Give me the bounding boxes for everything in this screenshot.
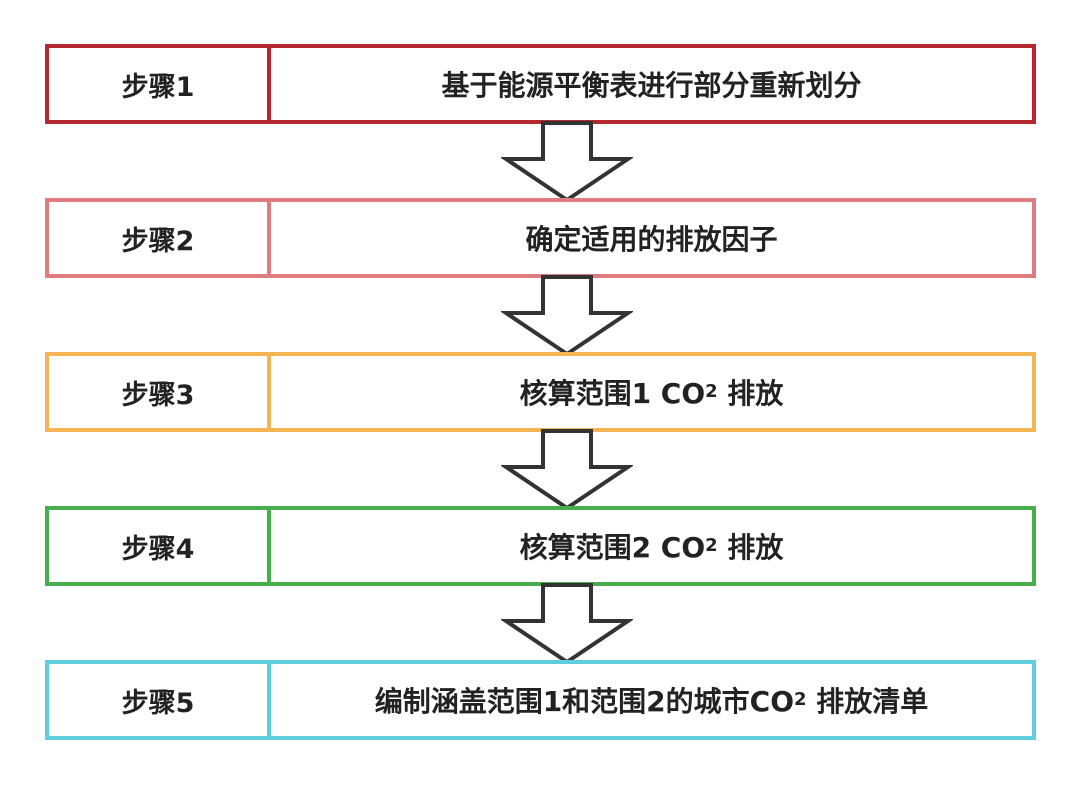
step-5-label: 步骤5 xyxy=(49,664,271,736)
step-1-label: 步骤1 xyxy=(49,48,271,120)
step-1-text: 基于能源平衡表进行部分重新划分 xyxy=(441,69,862,102)
step-2-description: 确定适用的排放因子 xyxy=(271,202,1032,274)
down-arrow-icon xyxy=(501,275,633,357)
step-1-box: 步骤1 基于能源平衡表进行部分重新划分 xyxy=(45,44,1036,124)
step-5-text-after: 排放清单 xyxy=(806,685,929,718)
step-5-text: 编制涵盖范围1和范围2的城市CO xyxy=(374,685,795,718)
down-arrow-icon xyxy=(501,429,633,511)
step-1-description: 基于能源平衡表进行部分重新划分 xyxy=(271,48,1032,120)
down-arrow-icon xyxy=(501,583,633,665)
step-3-label: 步骤3 xyxy=(49,356,271,428)
step-2-label: 步骤2 xyxy=(49,202,271,274)
step-2-text: 确定适用的排放因子 xyxy=(525,223,778,256)
step-4-label: 步骤4 xyxy=(49,510,271,582)
step-2-box: 步骤2 确定适用的排放因子 xyxy=(45,198,1036,278)
step-3-text: 核算范围1 CO xyxy=(519,377,706,410)
step-4-text: 核算范围2 CO xyxy=(519,531,706,564)
step-3-text-after: 排放 xyxy=(717,377,784,410)
down-arrow-icon xyxy=(501,121,633,203)
step-4-text-after: 排放 xyxy=(717,531,784,564)
